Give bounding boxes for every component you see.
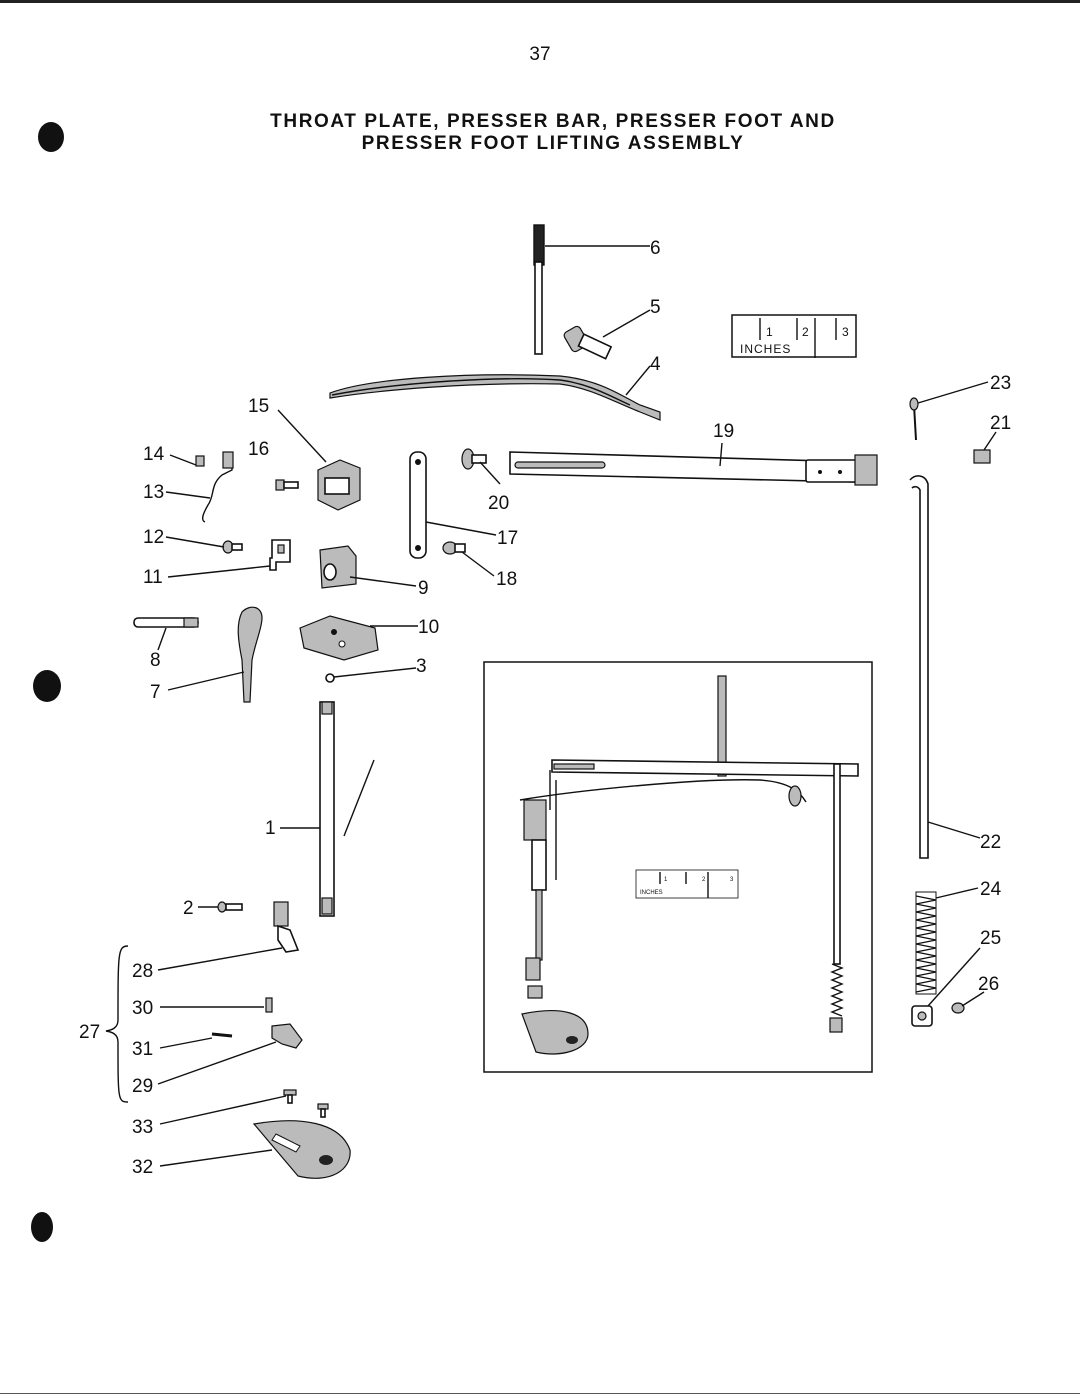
part-12-screw xyxy=(222,540,243,554)
part-2-screw xyxy=(217,901,243,913)
callout-26: 26 xyxy=(978,974,999,995)
callout-18: 18 xyxy=(496,569,517,590)
callout-25: 25 xyxy=(980,928,1001,949)
part-11-bracket xyxy=(269,539,291,571)
part-8-pin xyxy=(133,617,199,628)
part-16-screw xyxy=(275,479,299,491)
part-14-screw xyxy=(195,455,205,467)
bottom-rule xyxy=(0,1393,1080,1394)
page-subtitle: PRESSER FOOT LIFTING ASSEMBLY xyxy=(361,133,745,154)
part-26-screw xyxy=(951,1002,965,1014)
callout-16: 16 xyxy=(248,439,269,460)
part-18-screw xyxy=(442,541,466,555)
binder-hole-top xyxy=(38,122,64,152)
binder-hole-bottom xyxy=(31,1212,53,1242)
part-3-ring xyxy=(325,673,335,683)
callout-23: 23 xyxy=(990,373,1011,394)
part-30-pin xyxy=(265,997,273,1013)
callout-20: 20 xyxy=(488,493,509,514)
part-25-collar xyxy=(911,1005,933,1027)
callout-13: 13 xyxy=(143,482,164,503)
part-28-foot xyxy=(273,901,300,953)
part-4-lever xyxy=(329,374,661,421)
part-21-nut xyxy=(973,449,991,464)
callout-14: 14 xyxy=(143,444,165,465)
part-24-spring xyxy=(915,891,937,995)
part-29-toe xyxy=(271,1023,303,1049)
callout-3: 3 xyxy=(416,656,427,677)
part-17-link xyxy=(409,451,427,559)
callout-4: 4 xyxy=(650,354,661,375)
callout-10: 10 xyxy=(418,617,439,638)
callout-29: 29 xyxy=(132,1076,153,1097)
callout-33: 33 xyxy=(132,1117,153,1138)
inset-scale-tick-1: 1 xyxy=(664,877,668,883)
part-6-rod xyxy=(533,224,545,355)
callout-27: 27 xyxy=(79,1022,100,1043)
callout-7: 7 xyxy=(150,682,161,703)
callout-21: 21 xyxy=(990,413,1011,434)
page-number: 37 xyxy=(529,44,551,65)
callout-28: 28 xyxy=(132,961,153,982)
part-31-spring xyxy=(211,1032,233,1038)
scale-tick-1: 1 xyxy=(766,325,774,339)
scale-unit: INCHES xyxy=(740,342,791,356)
callout-5: 5 xyxy=(650,297,661,318)
callout-8: 8 xyxy=(150,650,161,671)
part-32-throat-plate xyxy=(252,1120,351,1179)
part-13-spring xyxy=(201,451,234,523)
inset-scale-tick-3: 3 xyxy=(730,877,734,883)
callout-31: 31 xyxy=(132,1039,153,1060)
top-rule xyxy=(0,0,1080,3)
inset-scale-unit: INCHES xyxy=(640,890,663,896)
callout-1: 1 xyxy=(265,818,276,839)
scale-tick-2: 2 xyxy=(802,325,810,339)
part-15-block xyxy=(317,459,361,511)
assembly-inset: 1 2 3 INCHES xyxy=(483,661,873,1073)
callout-6: 6 xyxy=(650,238,661,259)
part-33-screws xyxy=(283,1089,329,1118)
callout-32: 32 xyxy=(132,1157,153,1178)
callout-22: 22 xyxy=(980,832,1001,853)
callout-19: 19 xyxy=(713,421,734,442)
callout-2: 2 xyxy=(183,898,194,919)
part-1-bar xyxy=(319,701,335,917)
part-23-wire xyxy=(909,397,919,441)
part-7-lever xyxy=(237,606,263,703)
callout-17: 17 xyxy=(497,528,518,549)
callout-30: 30 xyxy=(132,998,153,1019)
part-20-thumbscrew xyxy=(461,448,487,470)
callout-12: 12 xyxy=(143,527,164,548)
page-title: THROAT PLATE, PRESSER BAR, PRESSER FOOT … xyxy=(270,111,836,132)
part-5-screw xyxy=(563,325,613,360)
binder-hole-middle xyxy=(33,670,61,702)
callout-24: 24 xyxy=(980,879,1002,900)
callout-15: 15 xyxy=(248,396,269,417)
scale-tick-3: 3 xyxy=(842,325,850,339)
part-9-bushing xyxy=(319,545,357,589)
callout-11: 11 xyxy=(143,567,163,588)
part-22-rod xyxy=(909,475,929,859)
part-10-plate xyxy=(299,615,379,661)
callout-9: 9 xyxy=(418,578,429,599)
scale-bar: 1 2 3 INCHES xyxy=(731,314,857,358)
part-19-bar xyxy=(509,451,878,486)
inset-scale-tick-2: 2 xyxy=(702,877,706,883)
